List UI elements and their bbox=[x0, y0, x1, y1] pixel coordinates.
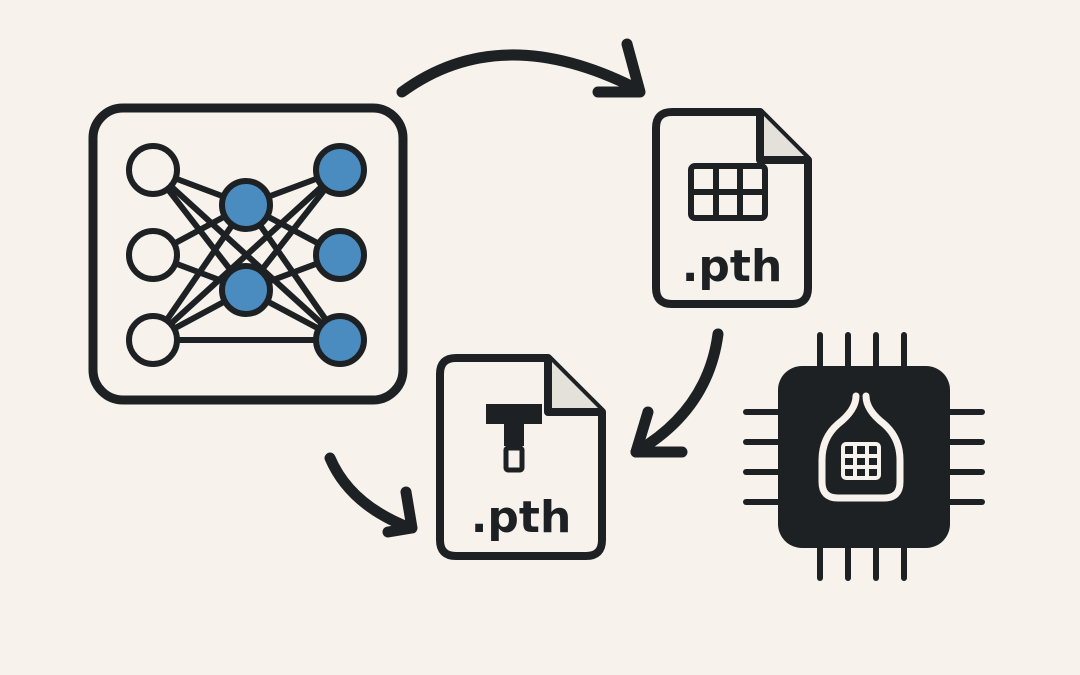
arrow-network-to-bottom-file bbox=[324, 452, 418, 538]
input-node bbox=[126, 143, 180, 197]
hidden-node bbox=[219, 178, 273, 232]
arrows bbox=[324, 38, 724, 538]
output-node bbox=[313, 313, 367, 367]
network-frame bbox=[88, 103, 408, 405]
input-node bbox=[126, 228, 180, 282]
bottom-pth-file: .pth bbox=[436, 354, 606, 560]
top-pth-file: .pth bbox=[652, 108, 812, 308]
chip-icon bbox=[743, 332, 985, 581]
network-nodes bbox=[126, 143, 367, 367]
output-node bbox=[313, 228, 367, 282]
neural-network-panel bbox=[88, 103, 408, 405]
grid-table-icon bbox=[688, 163, 768, 221]
input-node bbox=[126, 313, 180, 367]
arrow-network-to-top-file bbox=[396, 38, 646, 98]
bottom-file-label: .pth bbox=[471, 492, 572, 543]
top-file-label: .pth bbox=[682, 241, 783, 292]
chip-with-grid-emblem-icon bbox=[818, 392, 904, 502]
t-bolt-icon bbox=[486, 404, 542, 473]
arrow-top-file-to-bottom-file bbox=[630, 328, 724, 458]
chip-pins bbox=[743, 332, 985, 581]
hidden-node bbox=[219, 263, 273, 317]
output-node bbox=[313, 143, 367, 197]
